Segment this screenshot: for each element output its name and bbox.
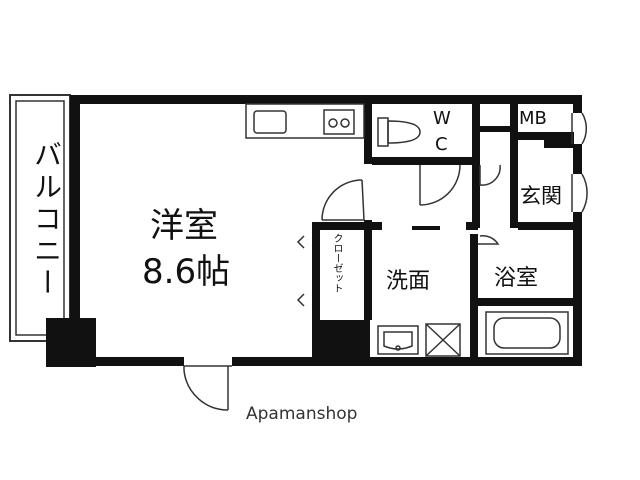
- meter-box-label: MB: [519, 108, 547, 129]
- bathtub: [485, 311, 569, 355]
- toilet: [377, 117, 421, 147]
- closet-marks: [296, 235, 305, 307]
- washroom-label: 洗面: [386, 269, 431, 294]
- wc-label-c: C: [435, 134, 448, 155]
- outer-walls: [46, 95, 582, 367]
- apamanshop-logo: Apamanshop: [246, 404, 358, 424]
- doors: [183, 112, 588, 411]
- entrance-label: 玄関: [520, 184, 562, 208]
- washroom-fixtures: [377, 323, 461, 357]
- closet-label: クローゼット: [331, 233, 342, 293]
- western-room-size: 8.6帖: [142, 252, 231, 292]
- balcony-label: バルコニー: [30, 140, 63, 300]
- interior-walls: [312, 104, 574, 358]
- western-room-label: 洋室: [150, 206, 218, 246]
- wc-label-w: W: [433, 108, 451, 129]
- bathroom-label: 浴室: [494, 266, 539, 291]
- kitchen-counter: [245, 103, 365, 139]
